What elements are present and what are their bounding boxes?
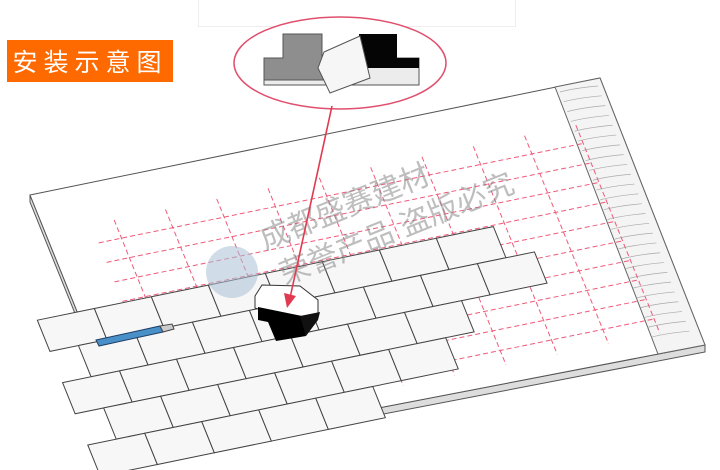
guide-line <box>524 135 610 344</box>
wood-grain-line <box>570 115 609 122</box>
wood-grain-line <box>585 154 624 161</box>
callout-arrow <box>289 105 333 299</box>
floor-tile <box>476 251 548 296</box>
wood-grain-line <box>614 232 653 240</box>
wood-grain-line <box>567 105 606 112</box>
wood-grain-line <box>578 134 617 142</box>
wood-grain-line <box>618 242 657 250</box>
wood-grain-line <box>589 164 628 171</box>
wood-grain-line <box>640 301 679 309</box>
wood-grain-line <box>607 213 646 220</box>
guide-line <box>114 181 600 283</box>
wood-grain-line <box>643 311 683 318</box>
guide-line <box>122 201 607 302</box>
wall-wood-strip <box>554 77 706 355</box>
wood-grain-line <box>596 183 635 191</box>
wood-grain-line <box>651 330 690 338</box>
floor-tile <box>403 300 475 345</box>
wood-grain-line <box>636 291 675 299</box>
watermark-logo-icon <box>206 246 258 298</box>
wood-grain-line <box>603 203 642 211</box>
guide-line <box>472 146 558 355</box>
wood-grain-line <box>611 222 650 230</box>
wood-grain-line <box>592 173 631 181</box>
utility-knife-icon <box>95 323 175 347</box>
title-badge: 安装示意图 <box>7 40 173 82</box>
wood-grain-line <box>629 271 668 279</box>
floor-tile <box>387 337 459 382</box>
guide-line <box>106 162 592 263</box>
wood-grain-line <box>559 85 599 93</box>
wood-grain-line <box>574 124 613 132</box>
guide-line <box>575 125 661 334</box>
wood-grain-line <box>632 281 672 289</box>
joint-detail-icon <box>263 33 420 94</box>
wood-grain-line <box>581 144 620 152</box>
floor-tile <box>315 385 387 430</box>
wood-grain-line <box>600 193 639 201</box>
arrow-head-icon <box>284 293 296 308</box>
wood-grain <box>559 85 690 338</box>
wood-grain-line <box>625 262 664 269</box>
wood-grain-line <box>563 95 602 103</box>
guide-line <box>98 142 584 244</box>
wood-grain-line <box>622 252 661 260</box>
wood-grain-line <box>647 321 686 328</box>
